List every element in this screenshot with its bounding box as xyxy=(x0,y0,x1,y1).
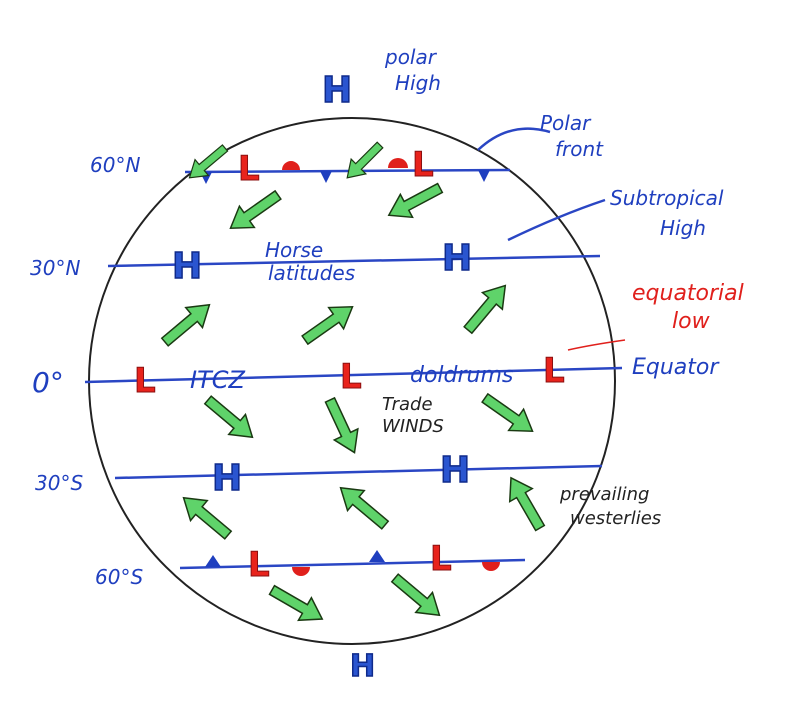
subtropical-high-south-symbol: H xyxy=(212,458,242,499)
low-60s-symbol: L xyxy=(248,545,270,585)
subtropical-high-south-symbol: H xyxy=(440,450,470,491)
polar-high-north-symbol: H xyxy=(322,70,352,111)
wind-arrow xyxy=(476,386,541,443)
subtropical-high-pointer xyxy=(507,198,606,242)
equatorial-low-label-1: equatorial xyxy=(632,281,744,306)
horse-latitudes-label-1: Horse xyxy=(265,238,323,262)
wind-arrow xyxy=(498,470,553,536)
equator-label: Equator xyxy=(632,355,720,380)
polar-front-label-1: Polar xyxy=(540,111,592,135)
subtropical-high-symbol: H xyxy=(172,246,202,287)
lat-30n-label: 30°N xyxy=(30,256,80,280)
equatorial-low-symbol: L xyxy=(134,361,156,401)
front-symbols xyxy=(200,158,500,576)
wind-arrow xyxy=(457,276,516,340)
wind-arrow xyxy=(155,294,219,353)
lat-60s-label: 60°S xyxy=(95,565,143,589)
trade-winds-label-1: Trade xyxy=(382,394,433,415)
lat-30s-label: 30°S xyxy=(35,471,83,495)
polar-high-label-1: polar xyxy=(384,45,438,69)
line-60n xyxy=(184,168,511,174)
line-30n xyxy=(107,254,601,268)
subtropical-high-label-2: High xyxy=(660,216,706,240)
lat-60n-label: 60°N xyxy=(90,153,140,177)
itcz-label: ITCZ xyxy=(190,366,245,394)
polar-front-label-2: front xyxy=(555,137,604,161)
wind-arrow xyxy=(222,183,287,240)
lat-0-label: 0° xyxy=(32,366,64,399)
low-60n-symbol: L xyxy=(238,149,260,189)
wind-arrow xyxy=(331,477,395,536)
wind-arrow xyxy=(296,295,361,352)
equatorial-low-symbol: L xyxy=(340,357,362,397)
wind-arrow xyxy=(317,393,368,459)
wind-arrow xyxy=(264,577,330,632)
prevailing-westerlies-label-2: westerlies xyxy=(570,508,661,529)
trade-winds-label-2: WINDS xyxy=(382,416,444,437)
doldrums-label: doldrums xyxy=(410,363,513,388)
line-30s xyxy=(114,464,603,480)
polar-front-pointer xyxy=(477,127,551,151)
polar-high-south-symbol: H xyxy=(350,649,375,684)
polar-high-label-2: High xyxy=(395,71,441,95)
wind-arrow xyxy=(339,137,388,186)
equatorial-low-label-2: low xyxy=(672,309,711,334)
low-60n-symbol: L xyxy=(412,145,434,185)
horse-latitudes-label-2: latitudes xyxy=(268,261,355,285)
subtropical-high-label-1: Subtropical xyxy=(610,186,724,210)
wind-arrow xyxy=(198,389,262,448)
subtropical-high-symbol: H xyxy=(442,238,472,279)
prevailing-westerlies-label-1: prevailing xyxy=(559,484,649,505)
equatorial-low-pointer xyxy=(567,339,626,351)
low-60s-symbol: L xyxy=(430,539,452,579)
line-60s xyxy=(179,558,526,570)
equatorial-low-symbol: L xyxy=(543,351,565,391)
line-equator xyxy=(84,366,623,384)
